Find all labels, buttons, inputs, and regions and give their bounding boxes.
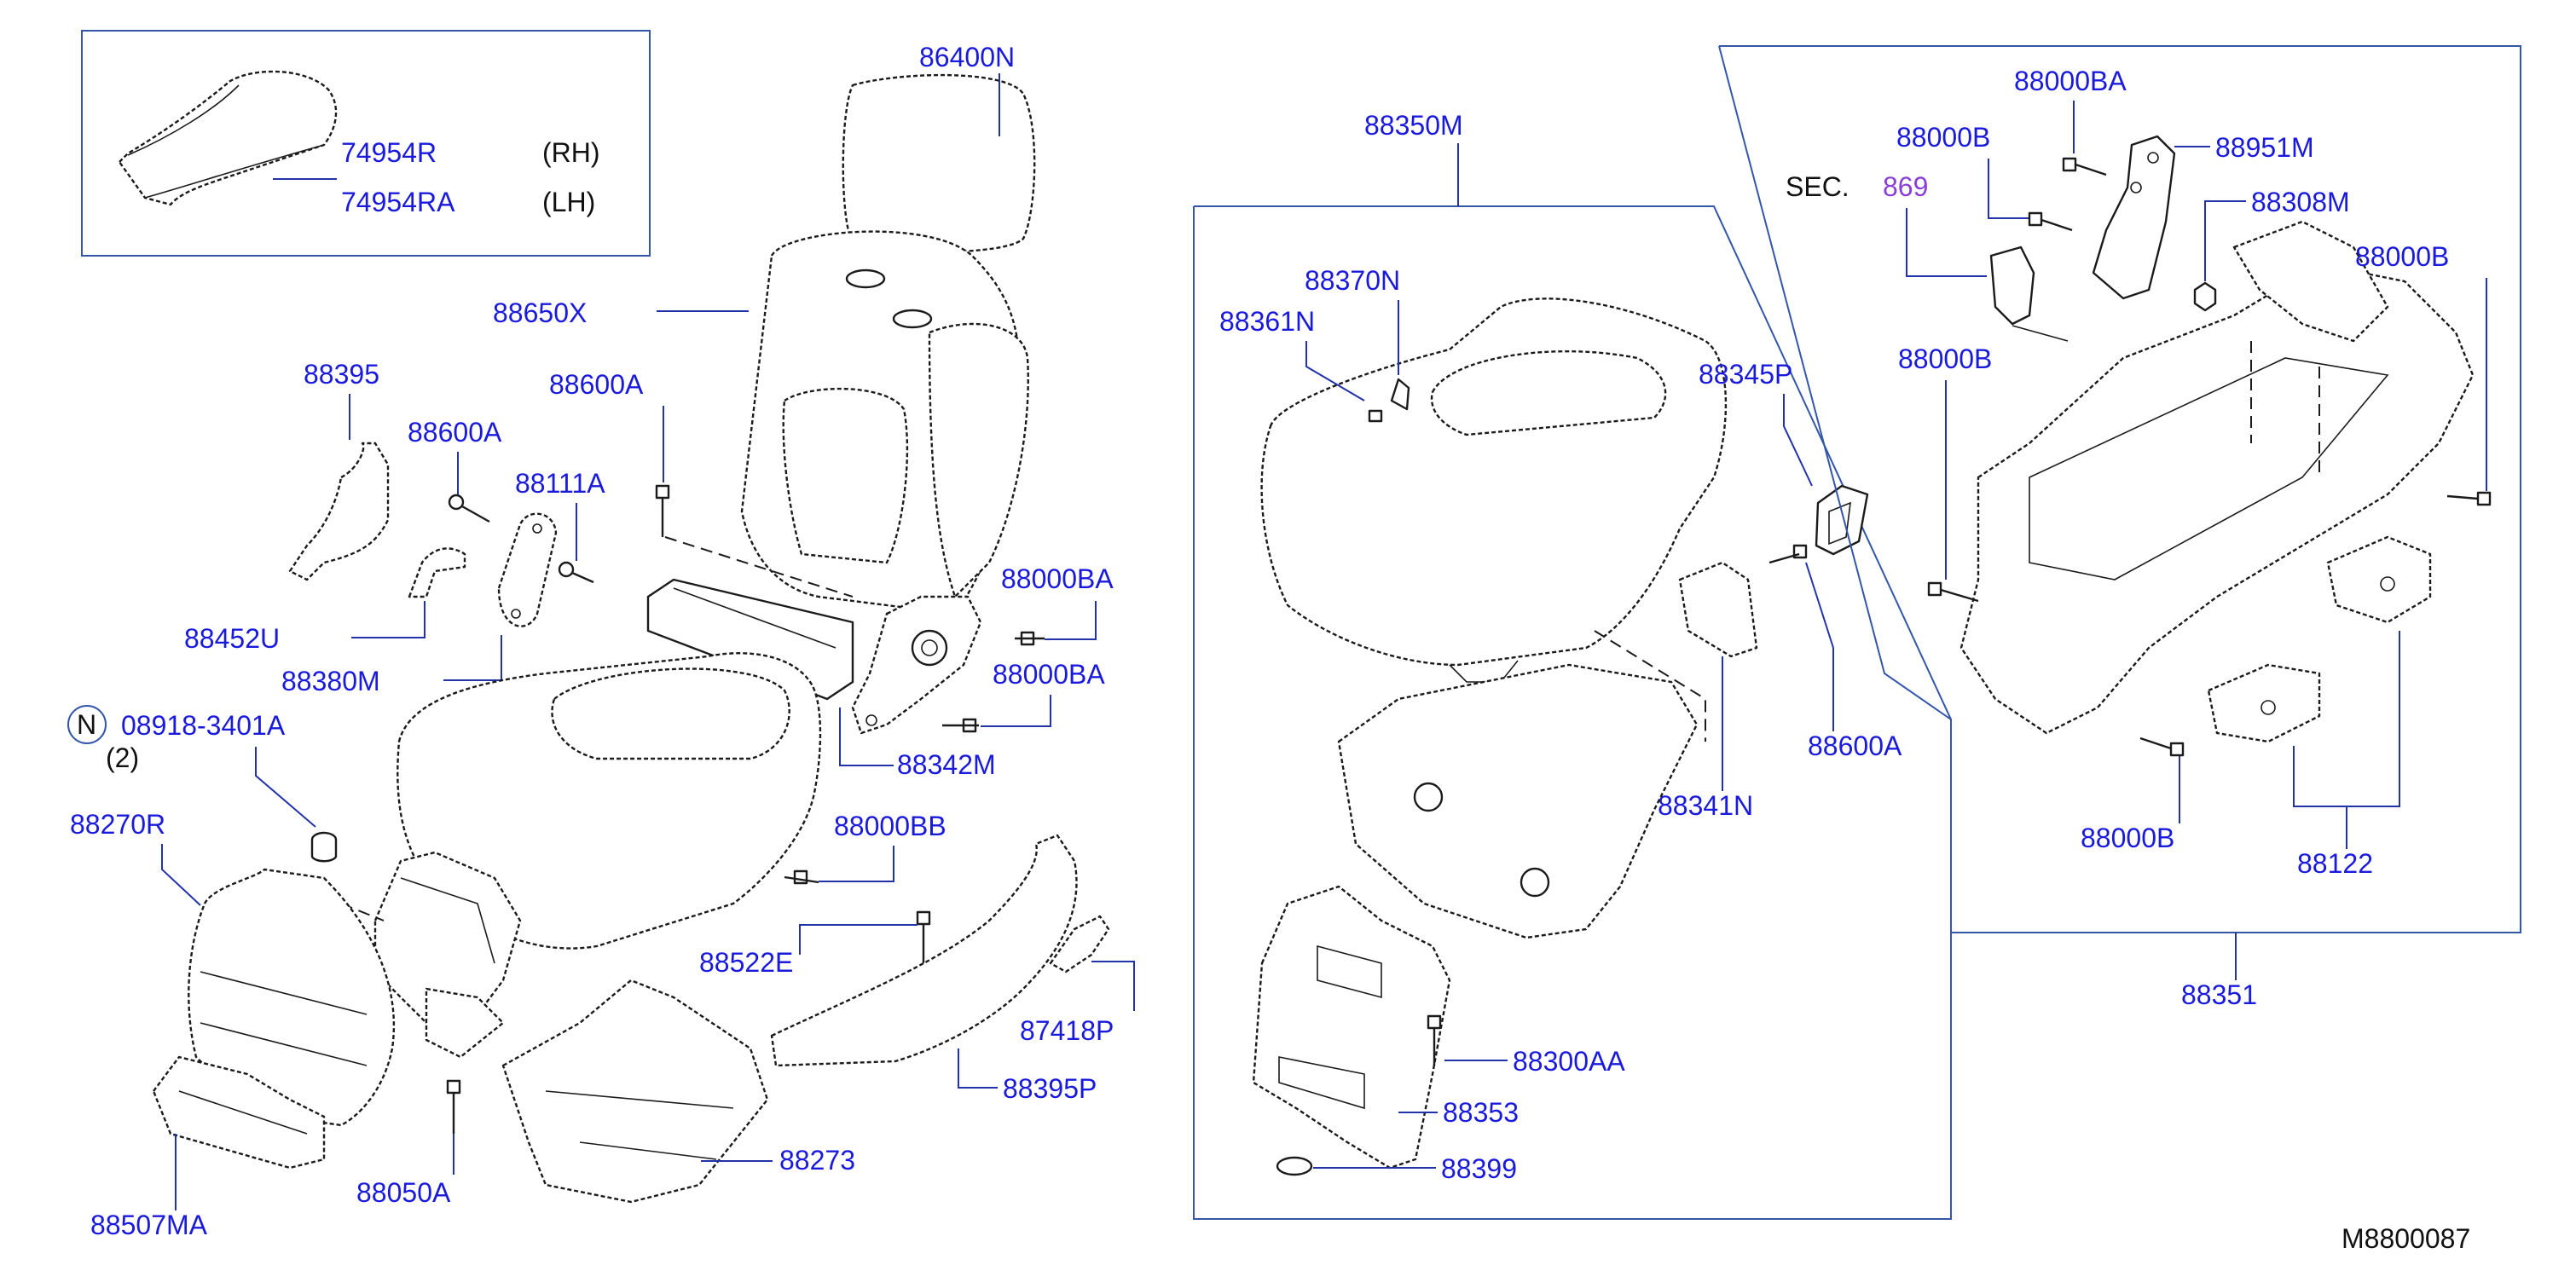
label-88522E[interactable]: 88522E <box>699 947 793 978</box>
bolt-88000B-bottom <box>2139 736 2185 757</box>
inset-trim-cover-part <box>118 70 338 206</box>
label-74954R[interactable]: 74954R <box>341 137 437 168</box>
label-side-lh: (LH) <box>542 187 595 217</box>
label-88111A[interactable]: 88111A <box>515 468 605 499</box>
label-88353[interactable]: 88353 <box>1443 1097 1519 1128</box>
bracket-88951M <box>2092 135 2176 300</box>
bolt-88000B-right-upper <box>2446 491 2492 506</box>
bolt-88000BA-lower <box>942 718 979 733</box>
nut-88308M <box>2193 281 2217 312</box>
label-08918-3401A[interactable]: 08918-3401A <box>121 710 286 741</box>
label-88452U[interactable]: 88452U <box>184 623 280 654</box>
bolt-88000BA-right <box>2062 157 2107 176</box>
side-cover-88395 <box>288 442 390 581</box>
bolt-88111A <box>558 561 594 584</box>
label-86400N[interactable]: 86400N <box>919 42 1015 72</box>
seat-back-rail-part <box>646 536 854 701</box>
label-88395[interactable]: 88395 <box>304 359 379 390</box>
bolt-88600A-center <box>655 484 670 537</box>
nut-08918-3401A <box>310 831 338 863</box>
label-88395P[interactable]: 88395P <box>1003 1073 1097 1104</box>
label-88380M[interactable]: 88380M <box>281 666 380 696</box>
label-88000B-right-upper[interactable]: 88000B <box>2355 241 2449 272</box>
inset-box <box>81 30 651 257</box>
right-box <box>1718 45 2521 933</box>
label-88351[interactable]: 88351 <box>2181 979 2257 1010</box>
label-88951M[interactable]: 88951M <box>2215 132 2314 163</box>
label-88361N[interactable]: 88361N <box>1219 306 1315 337</box>
glide-88122-lower <box>2207 663 2321 743</box>
label-section-number[interactable]: 869 <box>1883 171 1928 202</box>
label-88600A-right[interactable]: 88600A <box>1808 731 1902 761</box>
bolt-88300AA <box>1427 1014 1442 1066</box>
bolt-88600A-right <box>1768 544 1808 564</box>
side-panel-88395P <box>770 834 1078 1067</box>
bolt-88050A <box>446 1079 461 1134</box>
bracket-88345P <box>1815 484 1869 556</box>
clip-87418P <box>1049 915 1110 973</box>
bracket-88452U <box>408 547 466 598</box>
label-88345P[interactable]: 88345P <box>1699 359 1792 390</box>
grommet-88399 <box>1276 1156 1313 1176</box>
floor-bracket-88273 <box>501 979 769 1204</box>
label-88270R[interactable]: 88270R <box>70 809 165 840</box>
label-88000BA-lower[interactable]: 88000BA <box>993 659 1105 690</box>
label-88000BB[interactable]: 88000BB <box>834 811 946 841</box>
nut-symbol-letter: N <box>77 709 96 740</box>
hinge-plate-88380M <box>497 512 558 627</box>
label-88370N[interactable]: 88370N <box>1305 265 1400 296</box>
label-side-rh: (RH) <box>542 137 600 168</box>
bolt-88000BB <box>784 869 819 885</box>
label-88600A-left[interactable]: 88600A <box>408 417 502 448</box>
seat-back-part <box>740 230 1029 615</box>
bracket-plate-88353 <box>1252 885 1451 1170</box>
label-88050A[interactable]: 88050A <box>356 1177 451 1208</box>
label-88000B-bottom[interactable]: 88000B <box>2081 823 2174 853</box>
glide-88122-upper <box>2326 535 2432 624</box>
label-88000BA-right[interactable]: 88000BA <box>2014 66 2127 96</box>
label-88342M[interactable]: 88342M <box>897 749 996 780</box>
clip-88370N <box>1390 378 1410 411</box>
label-88600A-center[interactable]: 88600A <box>549 369 644 400</box>
label-quantity-2: (2) <box>106 742 139 773</box>
bolt-88600A-left <box>448 494 490 523</box>
seat-cushion-part <box>397 652 822 950</box>
bolt-88000B-top <box>2028 211 2073 232</box>
label-88273[interactable]: 88273 <box>779 1145 855 1175</box>
label-88507MA[interactable]: 88507MA <box>90 1210 208 1240</box>
seat-frame-part <box>340 851 522 1059</box>
label-88000B-top[interactable]: 88000B <box>1896 122 1990 153</box>
center-seat-frame-part <box>1337 630 1706 939</box>
bolt-88000BA-upper <box>1015 631 1045 646</box>
seat-belt-buckle-part <box>1989 245 2069 342</box>
bolt-88000B-left <box>1927 581 1979 603</box>
trim-88507MA <box>152 1055 326 1170</box>
nut-symbol-circle <box>67 705 107 744</box>
label-88300AA[interactable]: 88300AA <box>1513 1046 1625 1077</box>
label-88000B-left[interactable]: 88000B <box>1898 344 1992 374</box>
center-box <box>1193 205 1952 1220</box>
label-section: SEC. <box>1786 171 1850 202</box>
label-87418P[interactable]: 87418P <box>1020 1015 1114 1046</box>
label-88122[interactable]: 88122 <box>2297 848 2373 879</box>
label-88341N[interactable]: 88341N <box>1658 790 1753 821</box>
label-74954RA[interactable]: 74954RA <box>341 187 455 217</box>
label-88350M[interactable]: 88350M <box>1364 110 1463 141</box>
recliner-bracket-88342M <box>851 595 982 735</box>
label-88399[interactable]: 88399 <box>1441 1153 1517 1184</box>
diagram-code: M8800087 <box>2342 1223 2470 1254</box>
label-88650X[interactable]: 88650X <box>493 297 587 328</box>
label-88000BA-upper[interactable]: 88000BA <box>1001 563 1114 594</box>
right-seat-frame-part <box>1959 220 2475 735</box>
bracket-88341N <box>1678 561 1758 658</box>
label-88308M[interactable]: 88308M <box>2251 187 2350 217</box>
center-seat-cushion-part <box>1260 297 1728 683</box>
cover-88270R <box>188 868 396 1127</box>
clip-88361N <box>1368 409 1383 423</box>
